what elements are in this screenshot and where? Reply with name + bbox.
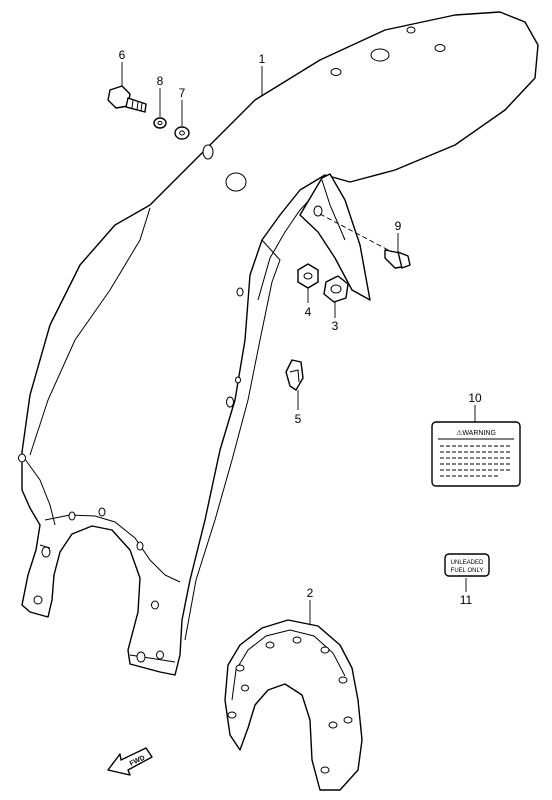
fuel-label-line2: FUEL ONLY <box>451 568 484 574</box>
callout-numbers: 1 2 3 4 5 6 7 8 9 10 11 <box>119 48 482 607</box>
grommet-3 <box>323 275 349 303</box>
pad-pins <box>227 636 353 774</box>
forward-direction-arrow: FWD <box>107 747 153 776</box>
washer-7 <box>174 126 190 140</box>
callout-3: 3 <box>332 319 339 333</box>
callout-4: 4 <box>305 305 312 319</box>
washer-8 <box>153 117 167 129</box>
rear-fender <box>18 11 539 676</box>
callout-7: 7 <box>179 86 186 100</box>
callout-5: 5 <box>295 412 302 426</box>
callout-11: 11 <box>460 593 473 607</box>
warning-label-heading: ⚠WARNING <box>456 429 496 437</box>
nut-4 <box>297 263 319 289</box>
callout-9: 9 <box>395 219 402 233</box>
bolt-6 <box>107 85 147 113</box>
clip-5 <box>285 359 304 391</box>
fuel-label: UNLEADED FUEL ONLY <box>444 553 490 577</box>
callout-1: 1 <box>259 52 266 66</box>
fender-pad <box>224 619 363 791</box>
leader-lines <box>121 62 476 625</box>
callout-8: 8 <box>157 74 164 88</box>
fuel-label-line1: UNLEADED <box>451 560 484 566</box>
callout-10: 10 <box>468 391 482 405</box>
callout-6: 6 <box>119 48 126 62</box>
bolt-9 <box>384 249 411 269</box>
callout-2: 2 <box>307 586 314 600</box>
warning-label: ⚠WARNING <box>431 421 521 487</box>
